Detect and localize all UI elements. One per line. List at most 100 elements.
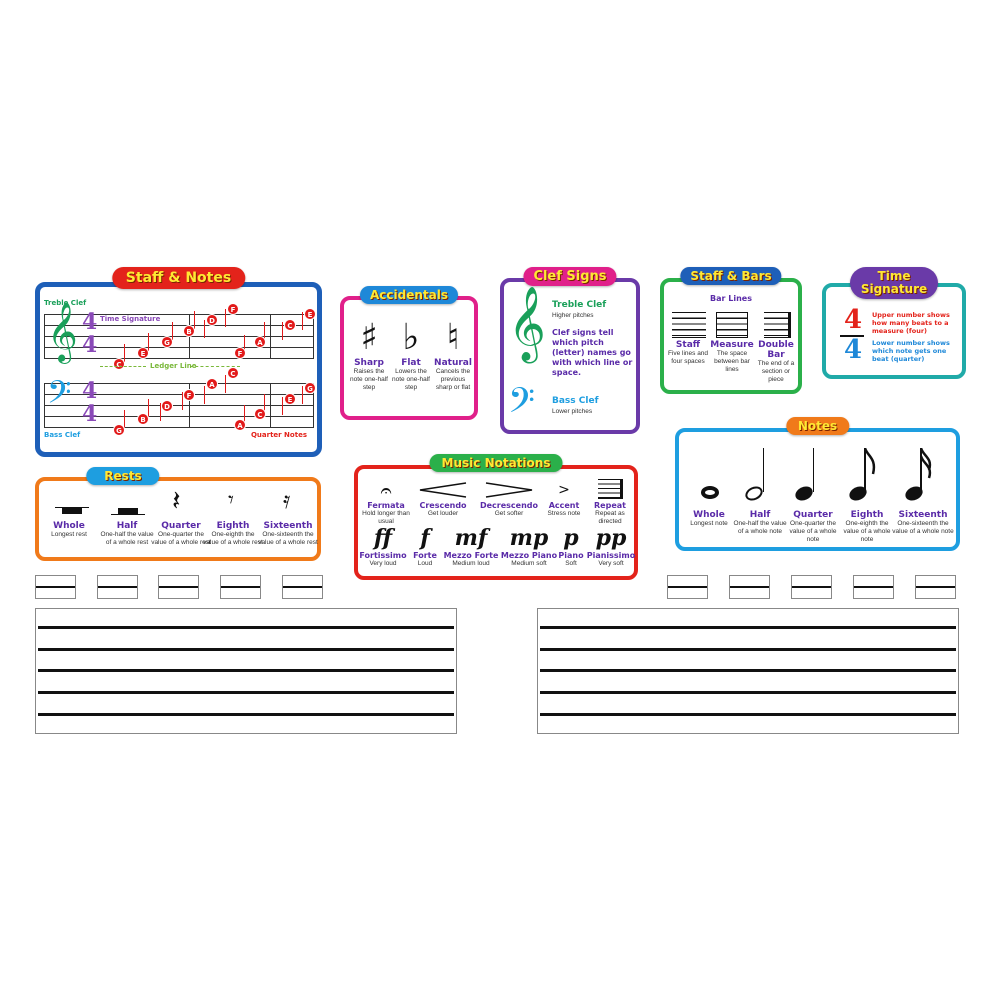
music-notations-panel: Music Notations 𝄐 Fermata Hold longer th… [354, 454, 638, 580]
piano-icon: p [563, 525, 579, 551]
accidental-flat: ♭ Flat Lowers the note one-half step [390, 318, 432, 392]
staff-bars-panel: Staff & Bars Bar Lines Staff Five lines … [660, 267, 802, 394]
staff-notes-panel: Staff & Notes Treble Clef 𝄞 4 4 Time Sig… [35, 267, 322, 457]
music-notations-title: Music Notations [429, 454, 563, 472]
blank-label-card [915, 575, 956, 599]
ledger-line-label: Ledger Line [150, 362, 197, 370]
quarter-rest-icon: 𝄽 [172, 484, 181, 517]
note-f: F [227, 303, 239, 315]
blank-label-card [220, 575, 261, 599]
double-bar-icon [764, 312, 791, 338]
staff-bars-staff: Staff Five lines and four spaces [667, 340, 709, 365]
clef-signs-title: Clef Signs [523, 267, 617, 286]
blank-label-card [97, 575, 138, 599]
treble-time-bottom: 4 [82, 332, 98, 358]
staff-bars-double-bar: Double Bar The end of a section or piece [757, 340, 795, 383]
whole-note-icon [701, 486, 719, 499]
blank-staff-right [537, 608, 959, 734]
flat-icon: ♭ [402, 317, 420, 358]
treble-clef-name: Treble Clef [552, 300, 607, 310]
time-signature-title: Time Signature [850, 267, 938, 299]
notes-title: Notes [785, 417, 850, 435]
bass-clef-name: Bass Clef [552, 396, 599, 406]
note-e: E [304, 308, 316, 320]
accidental-sharp: ♯ Sharp Raises the note one-half step [348, 318, 390, 392]
measure-icon [716, 312, 748, 338]
quarter-note-icon [793, 448, 817, 504]
treble-clef-icon: 𝄞 [508, 287, 546, 361]
bass-time-bottom: 4 [82, 401, 98, 427]
note-c: C [227, 367, 239, 379]
bass-clef-icon: 𝄢 [47, 374, 72, 418]
notation-fermata: 𝄐 Fermata Hold longer than usual [360, 479, 412, 526]
note-a: A [206, 378, 218, 390]
note-g: G [161, 336, 173, 348]
notation-repeat: Repeat Repeat as directed [586, 475, 634, 526]
eighth-rest-icon: 𝄾 [228, 488, 234, 513]
staff-bars-measure: Measure The space between bar lines [710, 340, 754, 373]
sharp-icon: ♯ [360, 317, 378, 358]
blank-label-card [667, 575, 708, 599]
time-signature-panel: Time Signature 4 4 Upper number shows ho… [822, 267, 966, 379]
treble-staff: 𝄞 4 4 Time Signature C E G B D F F A C E [44, 302, 316, 370]
bass-time-top: 4 [82, 378, 98, 404]
accent-icon: > [558, 482, 570, 498]
treble-clef-icon: 𝄞 [47, 302, 78, 362]
pianissimo-icon: pp [595, 525, 627, 551]
dynamic-mezzo-piano: mp Mezzo Piano Medium soft [500, 525, 558, 567]
note-f: F [234, 347, 246, 359]
time-signature-label: Time Signature [100, 315, 161, 323]
note-b: B [137, 413, 149, 425]
staff-notes-title: Staff & Notes [111, 267, 246, 289]
note-b: B [183, 325, 195, 337]
dynamic-pianissimo: pp Pianissimo Very soft [586, 525, 636, 567]
fermata-icon: 𝄐 [380, 478, 392, 502]
bass-clef-icon: 𝄢 [508, 380, 536, 429]
half-rest-icon [111, 508, 145, 515]
notation-decrescendo: Decrescendo Get softer [478, 479, 540, 518]
mezzo-forte-icon: mf [454, 525, 488, 551]
blank-staff-left [35, 608, 457, 734]
sixteenth-note-icon [903, 448, 935, 504]
blank-label-card [729, 575, 770, 599]
blank-label-card [282, 575, 323, 599]
note-e: E [137, 347, 149, 359]
note-c: C [254, 408, 266, 420]
eighth-note-icon [847, 448, 879, 504]
note-e: E [284, 393, 296, 405]
blank-label-card [791, 575, 832, 599]
note-a: A [254, 336, 266, 348]
notation-accent: > Accent Stress note [542, 479, 586, 518]
staff-bars-title: Staff & Bars [680, 267, 782, 285]
dynamic-forte: f Forte Loud [408, 525, 442, 568]
bar-lines-label: Bar Lines [710, 294, 752, 303]
fortissimo-icon: ff [373, 525, 393, 551]
half-note-icon [743, 448, 767, 504]
note-g: G [304, 382, 316, 394]
repeat-icon [586, 475, 634, 501]
note-c: C [284, 319, 296, 331]
treble-clef-desc: Higher pitches [552, 312, 594, 319]
dynamic-piano: p Piano Soft [556, 525, 586, 568]
accidentals-panel: Accidentals ♯ Sharp Raises the note one-… [340, 286, 478, 420]
note-d: D [161, 400, 173, 412]
dynamic-fortissimo: ff Fortissimo Very loud [359, 525, 407, 567]
sixteenth-rest-icon: 𝄿 [283, 486, 291, 514]
clef-signs-panel: Clef Signs 𝄞 Treble Clef Higher pitches … [500, 267, 640, 434]
accidentals-title: Accidentals [360, 286, 458, 304]
quarter-notes-label: Quarter Notes [250, 431, 307, 439]
natural-icon: ♮ [446, 317, 460, 358]
note-d: D [206, 314, 218, 326]
rests-title: Rests [86, 467, 160, 485]
time-sig-bottom: 4 [844, 335, 863, 365]
